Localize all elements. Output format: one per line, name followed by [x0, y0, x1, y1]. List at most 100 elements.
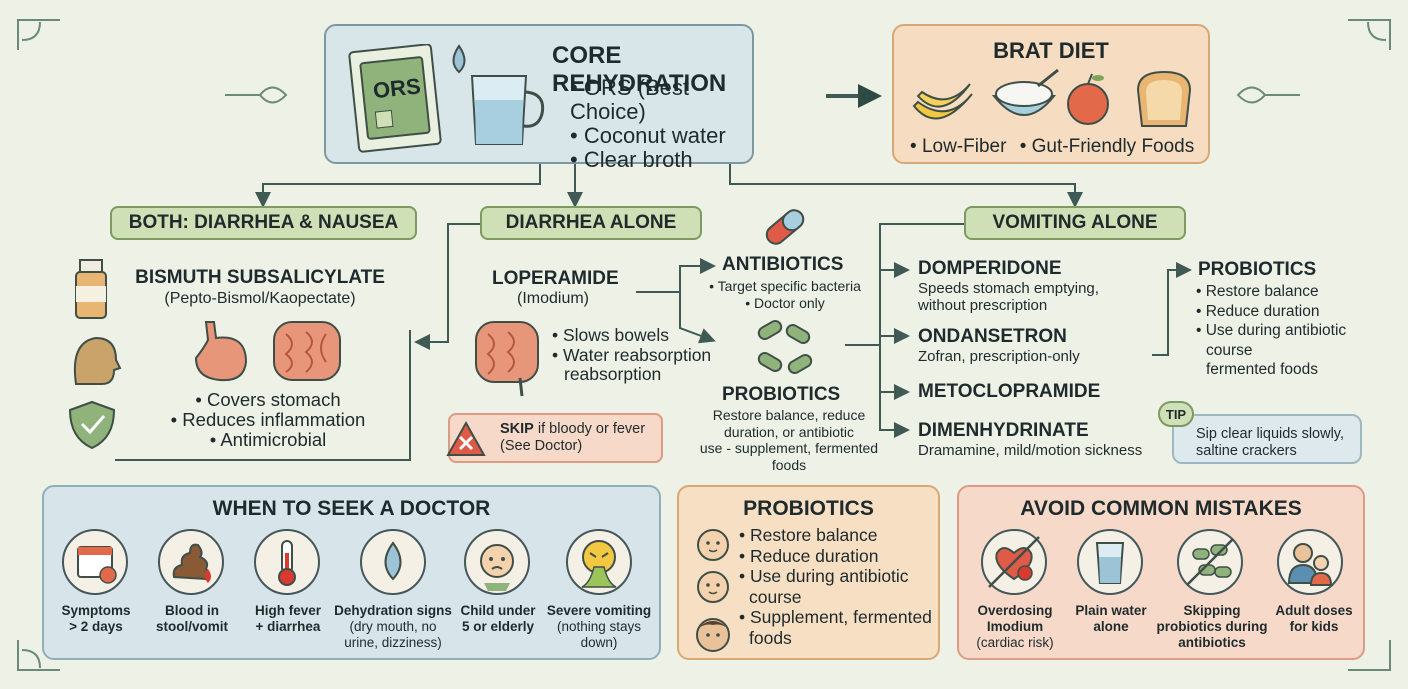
seek-title: WHEN TO SEEK A DOCTOR: [212, 497, 491, 520]
vomiting-face-icon: [566, 529, 632, 595]
both-item-1: • Covers stomach: [195, 389, 341, 410]
rice-bowl-icon: [991, 68, 1059, 116]
seek-item-4-l1: Dehydration signs: [334, 603, 452, 618]
vomiting-drug-4-name: DIMENHYDRINATE: [918, 420, 1089, 441]
probiotics-right-cont-2: fermented foods: [1206, 361, 1319, 378]
avoid-item-3-l1: Skipping: [1183, 603, 1241, 618]
seek-item-3: High fever + diarrhea: [238, 603, 338, 635]
label-diarrhea-alone: DIARRHEA ALONE: [480, 206, 702, 240]
avoid-item-4-l2: for kids: [1289, 619, 1339, 634]
probiotics-bottom-cont-2: foods: [749, 627, 792, 648]
seek-doctor-box: WHEN TO SEEK A DOCTOR Symptoms > 2 days …: [42, 485, 661, 660]
brat-diet-box: BRAT DIET • Low-Fiber • Gut-Friendly Foo…: [892, 24, 1210, 164]
both-drug-sub: (Pepto-Bismol/Kaopectate): [164, 290, 356, 307]
tip-line-2: saltine crackers: [1196, 443, 1297, 459]
probiotics-mid-desc: Restore balance, reduce duration, or ant…: [682, 407, 896, 473]
adult-face-icon: [696, 618, 730, 652]
antibiotics-item-1: • Target specific bacteria: [709, 278, 861, 294]
seek-item-2-l1: Blood in: [165, 603, 219, 618]
vomiting-drug-4: DIMENHYDRINATE Dramamine, mild/motion si…: [918, 420, 1142, 459]
tip-box: Sip clear liquids slowly, saltine cracke…: [1172, 414, 1362, 464]
probiotics-mid-line-1: Restore balance, reduce: [712, 407, 866, 423]
faces-icon: [696, 529, 730, 652]
diarrhea-item-1: • Slows bowels: [552, 325, 670, 345]
vomiting-drug-1-desc1: Speeds stomach emptying,: [918, 280, 1099, 297]
seek-item-1-l2: > 2 days: [69, 619, 123, 634]
toast-icon: [1136, 70, 1192, 127]
seek-item-6-l3: down): [580, 635, 618, 650]
avoid-mistakes-box: AVOID COMMON MISTAKES Overdosing Imodium…: [957, 485, 1365, 660]
vomiting-drug-2-desc1: Zofran, prescription-only: [918, 348, 1080, 365]
seek-item-2: Blood in stool/vomit: [142, 603, 242, 635]
seek-item-1: Symptoms > 2 days: [46, 603, 146, 635]
probiotics-bottom-item-3: • Use during antibiotic: [739, 566, 909, 586]
seek-item-6-l2: (nothing stays: [556, 619, 642, 634]
antibiotics-item-2: • Doctor only: [745, 295, 825, 311]
both-side-icons: [68, 259, 122, 450]
probiotics-bottom-item-4: • Supplement, fermented: [739, 607, 932, 627]
vomiting-drug-1: DOMPERIDONE Speeds stomach emptying, wit…: [918, 258, 1099, 314]
vomiting-drug-2: ONDANSETRON Zofran, prescription-only: [918, 326, 1080, 365]
seek-item-6: Severe vomiting (nothing stays down): [540, 603, 658, 651]
head-profile-icon: [74, 336, 122, 385]
vomiting-drug-2-name: ONDANSETRON: [918, 326, 1067, 347]
probiotics-bottom-item-2: • Reduce duration: [739, 545, 879, 566]
seek-item-3-l1: High fever: [254, 603, 322, 618]
intestine-icon: [475, 321, 539, 397]
pill-capsule-icon: [765, 209, 805, 245]
antibiotics-title: ANTIBIOTICS: [722, 254, 844, 275]
water-drop-icon: [452, 44, 466, 74]
probiotics-mid-title: PROBIOTICS: [722, 384, 841, 405]
probiotics-bottom-list: • Restore balance • Reduce duration • Us…: [739, 525, 932, 648]
probiotic-skip-icon: [1177, 529, 1243, 595]
brat-item-1: • Low-Fiber: [910, 136, 1007, 157]
label-vomiting-alone: VOMITING ALONE: [964, 206, 1186, 240]
skip-text: SKIP if bloody or fever (See Doctor): [500, 421, 645, 455]
core-item-2: • Coconut water: [570, 123, 726, 148]
tip-badge: TIP: [1158, 401, 1194, 427]
both-drug-name: BISMUTH SUBSALICYLATE: [135, 267, 385, 288]
probiotics-right-list: • Restore balance • Reduce duration • Us…: [1196, 282, 1346, 380]
warning-x-icon: [446, 420, 486, 456]
seek-item-1-l1: Symptoms: [61, 603, 131, 618]
probiotics-right-item-1: • Restore balance: [1196, 283, 1319, 300]
brat-foods-icon: [912, 68, 1192, 127]
vomiting-drug-1-name: DOMPERIDONE: [918, 258, 1062, 279]
probiotics-right-cont-1: course: [1206, 341, 1253, 359]
heart-warning-icon: [981, 529, 1047, 595]
vomiting-drug-4-desc1: Dramamine, mild/motion sickness: [918, 442, 1143, 459]
skip-bold: SKIP: [500, 421, 534, 437]
both-item-2: • Reduces inflammation: [170, 409, 366, 430]
avoid-item-3-l2: probiotics during: [1156, 619, 1268, 634]
seek-item-2-l2: stool/vomit: [155, 619, 228, 634]
avoid-item-4-l1: Adult doses: [1275, 603, 1353, 618]
tip-text: Sip clear liquids slowly, saltine cracke…: [1196, 426, 1344, 460]
ors-packet-icon: ORS: [348, 44, 442, 153]
core-item-3: • Clear broth: [570, 147, 693, 172]
avoid-item-2-l1: Plain water: [1075, 603, 1147, 618]
core-item-1: • ORS (Best Choice): [570, 75, 689, 124]
avoid-item-1-l3: (cardiac risk): [976, 635, 1054, 650]
thermometer-icon: [254, 529, 320, 595]
water-glass-icon: [1077, 529, 1143, 595]
stool-icon: [158, 529, 224, 595]
probiotics-mid-line-4: foods: [771, 456, 807, 473]
probiotics-bottom-title: PROBIOTICS: [743, 497, 874, 520]
vomiting-drug-3-name: METOCLOPRAMIDE: [918, 381, 1101, 402]
diarrhea-item-2b: reabsorption: [564, 364, 662, 384]
seek-item-4-l2: (dry mouth, no: [349, 619, 437, 634]
antibiotics-list: • Target specific bacteria • Doctor only: [690, 278, 880, 312]
probiotics-mid-line-2: duration, or antibiotic: [724, 423, 854, 440]
ors-text: ORS: [372, 73, 422, 103]
probiotics-right-item-2: • Reduce duration: [1196, 302, 1320, 320]
both-benefits-list: • Covers stomach • Reduces inflammation …: [168, 390, 368, 450]
seek-item-4-l3: urine, dizziness): [344, 635, 442, 650]
diarrhea-item-2: • Water reabsorption: [552, 344, 712, 365]
droplet-icon: [360, 529, 426, 595]
avoid-title: AVOID COMMON MISTAKES: [1020, 497, 1302, 520]
label-both-diarrhea-nausea: BOTH: DIARRHEA & NAUSEA: [110, 206, 417, 240]
diarrhea-benefits-list: • Slows bowels • Water reabsorption reab…: [552, 325, 712, 385]
seek-item-3-l2: + diarrhea: [255, 619, 321, 634]
diarrhea-drug-sub: (Imodium): [517, 290, 590, 307]
